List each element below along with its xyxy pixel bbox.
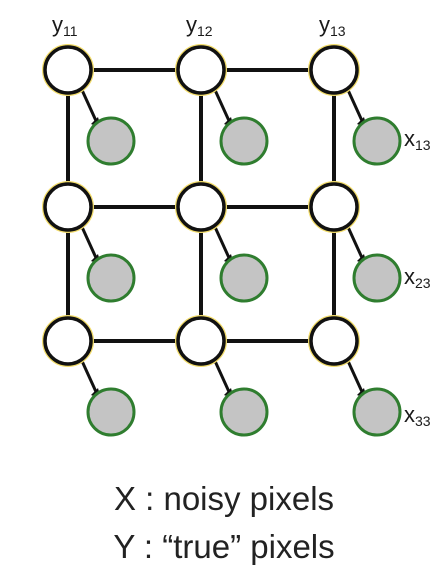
observed-nodes [86,116,402,437]
hidden-node-y11 [43,45,93,95]
hidden-node-y23 [309,182,359,232]
label-y13-base: y [319,12,330,37]
arrow-shaft-11 [80,89,99,124]
label-x23-sub: 23 [415,275,431,291]
observed-node-x32 [219,387,269,437]
label-x13-base: x [404,126,415,151]
arrow-shaft-12 [213,89,232,124]
legend-x-noisy-pixels: X : noisy pixels [113,480,335,517]
hidden-node-y12 [176,45,226,95]
arrow-shaft-31 [80,360,99,395]
label-y11-sub: 11 [63,23,78,39]
legend-y-true-pixels: Y : “true” pixels [113,528,335,565]
hidden-node-y31 [43,316,93,366]
label-x13: x13 [404,126,431,153]
arrow-shaft-21 [80,226,99,261]
label-y12: y12 [186,12,213,39]
observed-node-x13 [352,116,402,166]
label-x33: x33 [404,402,431,429]
label-y12-sub: 12 [197,23,213,39]
label-y12-base: y [186,12,197,37]
hidden-node-y22 [176,182,226,232]
hidden-nodes [42,44,360,367]
observed-node-x23 [352,253,402,303]
label-x13-sub: 13 [415,137,431,153]
observed-node-x21 [86,253,136,303]
observed-node-x22 [219,253,269,303]
label-y11: y11 [52,12,78,39]
arrow-shaft-23 [346,226,365,261]
arrow-shaft-32 [213,360,232,395]
observed-node-x11 [86,116,136,166]
label-x23-base: x [404,264,415,289]
hidden-node-y32 [176,316,226,366]
arrow-shaft-33 [346,360,365,395]
label-x23: x23 [404,264,431,291]
label-x33-base: x [404,402,415,427]
observed-node-x31 [86,387,136,437]
arrow-shaft-22 [213,226,232,261]
label-y13: y13 [319,12,346,39]
label-y13-sub: 13 [330,23,346,39]
label-x33-sub: 33 [415,413,431,429]
label-y11-base: y [52,12,63,37]
hidden-node-y33 [309,316,359,366]
arrow-shaft-13 [346,89,365,124]
hidden-node-y13 [309,45,359,95]
observed-node-x12 [219,116,269,166]
observed-node-x33 [352,387,402,437]
hidden-node-y21 [43,182,93,232]
